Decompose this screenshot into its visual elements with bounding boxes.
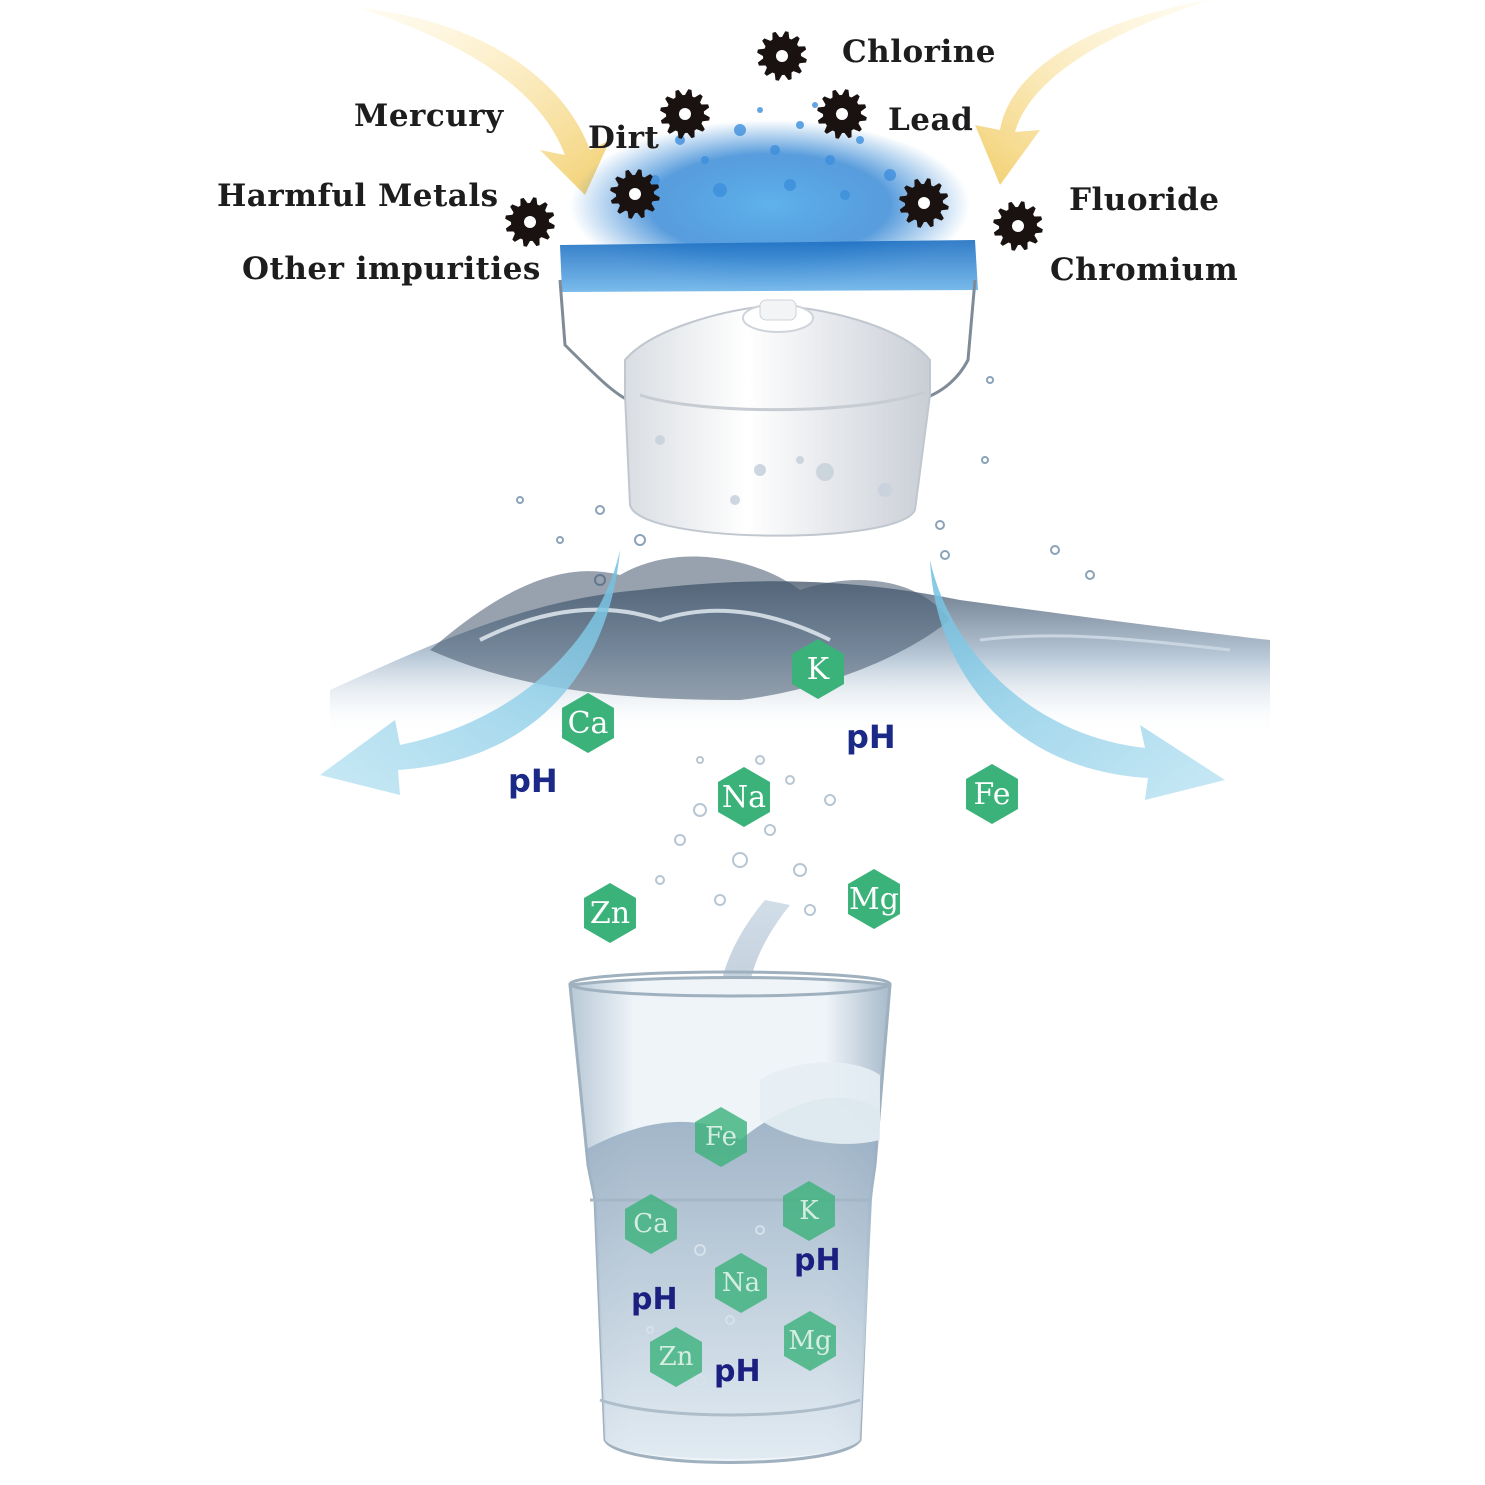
gear-icon: [504, 196, 556, 248]
gear-icon: [898, 177, 950, 229]
mineral-symbol: Fe: [704, 1122, 737, 1152]
mineral-badge-na: Na: [713, 766, 775, 828]
label-chromium: Chromium: [1050, 252, 1239, 288]
outflow-arrow-right: [930, 560, 1225, 800]
label-fluoride: Fluoride: [1069, 182, 1220, 218]
label-dirt: Dirt: [588, 120, 660, 156]
mineral-symbol: Ca: [633, 1209, 669, 1239]
mineral-badge-zn: Zn: [579, 882, 641, 944]
inflow-arrow-right: [975, 0, 1210, 185]
label-chlorine: Chlorine: [842, 34, 997, 70]
ph-label: pH: [508, 762, 558, 800]
mineral-symbol: Mg: [849, 881, 899, 917]
mineral-symbol: Na: [721, 779, 767, 815]
mineral-symbol: K: [806, 651, 830, 687]
mineral-badge-mg: Mg: [779, 1310, 841, 1372]
gear-icon: [816, 88, 868, 140]
ph-label: pH: [631, 1282, 678, 1317]
gear-icon: [659, 88, 711, 140]
mineral-badge-fe: Fe: [690, 1106, 752, 1168]
mineral-symbol: Zn: [658, 1342, 694, 1372]
mineral-symbol: Zn: [589, 895, 631, 931]
gear-icon: [756, 30, 808, 82]
ph-label: pH: [794, 1243, 841, 1278]
label-lead: Lead: [888, 102, 974, 138]
label-mercury: Mercury: [354, 98, 504, 134]
gear-icon: [609, 168, 661, 220]
mineral-badge-mg: Mg: [843, 868, 905, 930]
mineral-symbol: K: [799, 1196, 819, 1226]
mineral-badge-ca: Ca: [620, 1193, 682, 1255]
mineral-symbol: Mg: [788, 1326, 832, 1356]
outflow-arrow-left: [320, 550, 620, 795]
mineral-badge-k: K: [787, 638, 849, 700]
ph-label: pH: [714, 1354, 761, 1389]
mineral-badge-na: Na: [710, 1252, 772, 1314]
filter-cartridge: [624, 303, 931, 537]
mineral-symbol: Fe: [973, 776, 1011, 812]
label-harmful-metals: Harmful Metals: [217, 178, 499, 214]
ph-label: pH: [846, 718, 896, 756]
mineral-badge-fe: Fe: [961, 763, 1023, 825]
mineral-badge-zn: Zn: [645, 1326, 707, 1388]
gear-icon: [992, 200, 1044, 252]
mineral-badge-ca: Ca: [557, 692, 619, 754]
mineral-symbol: Ca: [567, 705, 609, 741]
mineral-symbol: Na: [721, 1268, 761, 1298]
mineral-badge-k: K: [778, 1180, 840, 1242]
label-other-impurities: Other impurities: [242, 251, 541, 287]
